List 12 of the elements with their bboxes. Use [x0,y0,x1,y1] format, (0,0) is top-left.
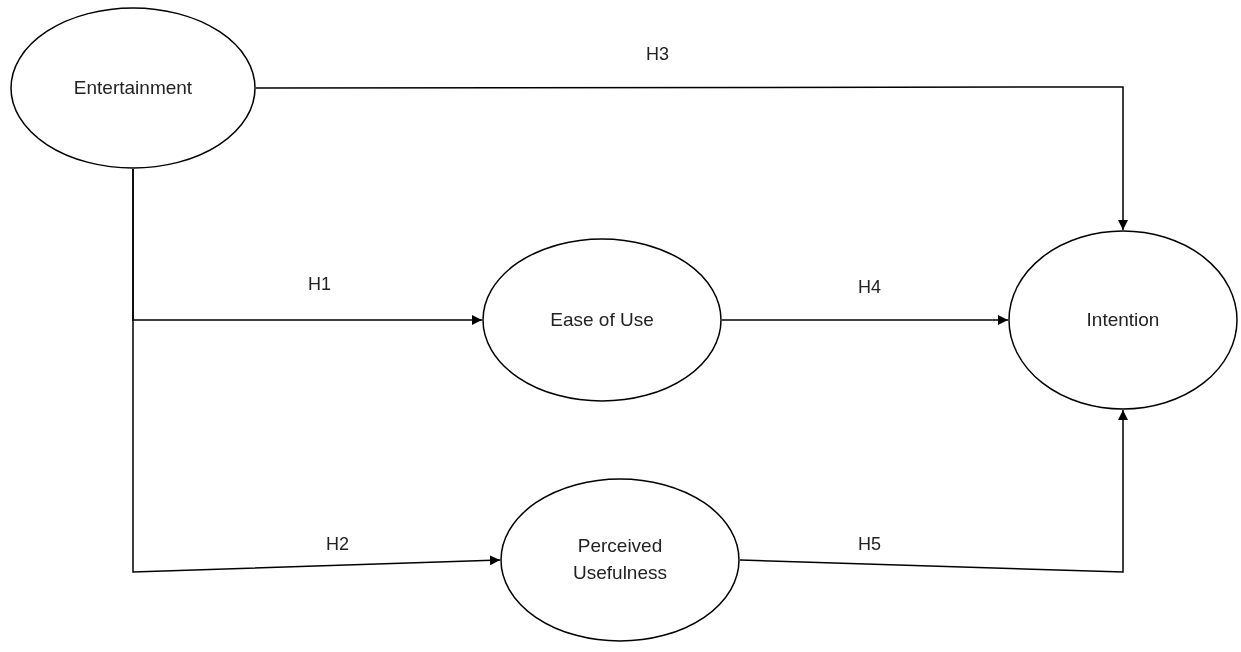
arrow [721,315,1009,325]
ellipse-node [10,7,256,169]
node-label: Entertainment [73,75,193,100]
arrow [255,86,1128,231]
ellipse-node [482,238,722,402]
node-label: Intention [1086,307,1160,332]
node-label: Perceived Usefulness [572,534,668,585]
arrow [132,168,501,573]
ellipse-node [1008,230,1238,410]
arrow [739,409,1128,573]
ellipse-node [500,478,740,642]
node-label: Ease of Use [550,307,654,332]
